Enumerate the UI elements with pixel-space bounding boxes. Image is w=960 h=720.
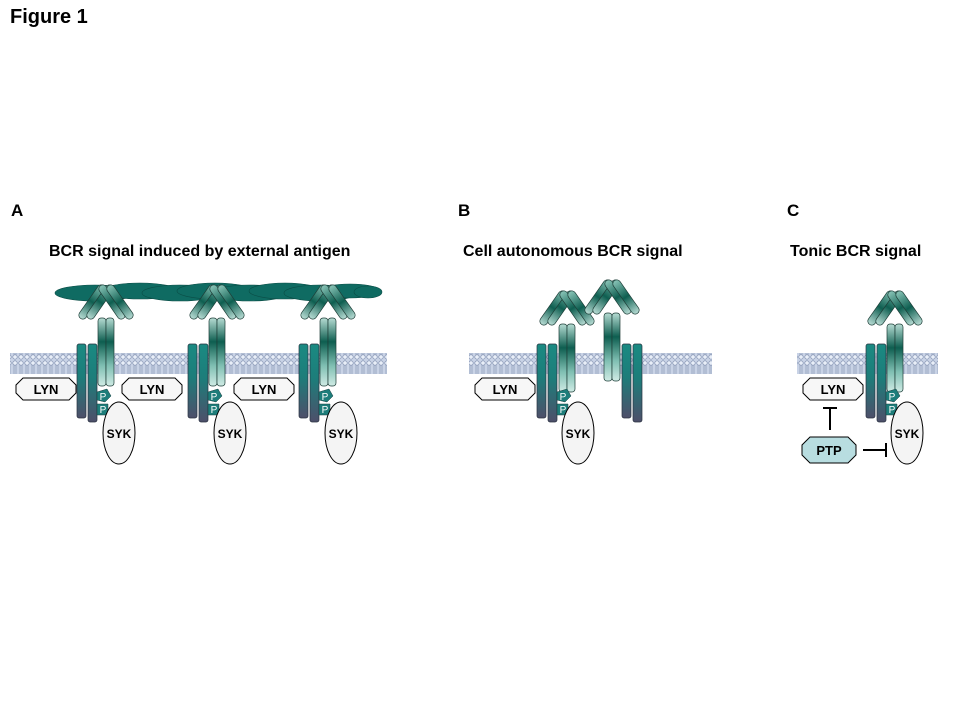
coreceptor-cd79 [298,343,320,423]
lyn-kinase [802,377,864,401]
membrane-b [469,353,712,374]
phospho-label: P [322,392,329,403]
syk-kinase [102,401,136,465]
syk-label: SYK [218,427,243,441]
syk-label: SYK [895,427,920,441]
bcr-antibody [78,284,134,387]
phospho-site [885,388,901,403]
phospho-label: P [560,392,567,403]
phospho-label: P [100,405,107,416]
coreceptor-cd79 [187,343,209,423]
lyn-label: LYN [140,382,165,397]
panel-b-heading: Cell autonomous BCR signal [463,243,683,260]
figure-title: Figure 1 [10,6,88,28]
panel-c-letter: C [787,201,800,220]
coreceptor-cd79 [536,343,558,423]
phospho-site [96,388,112,403]
panel-a-heading: BCR signal induced by external antigen [49,243,351,260]
panel-b-letter: B [458,201,471,220]
syk-kinase [890,401,924,465]
lyn-label: LYN [821,382,846,397]
panel-c-heading: Tonic BCR signal [790,243,922,260]
inhibits-lyn-arrow [823,407,837,430]
coreceptor-cd79 [621,343,643,423]
phospho-label: P [322,405,329,416]
panel-a-letter: A [11,201,24,220]
coreceptor-cd79 [76,343,98,423]
syk-kinase [213,401,247,465]
syk-kinase [324,401,358,465]
phospho-site [556,388,572,403]
coreceptor-cd79 [865,343,887,423]
ptp-label: PTP [816,443,842,458]
lyn-kinase [474,377,536,401]
bcr-antibody [867,290,923,393]
syk-label: SYK [566,427,591,441]
phospho-label: P [889,392,896,403]
bcr-antibody [539,290,595,393]
bcr-antibody-partner [584,279,640,382]
phospho-site [207,388,223,403]
lyn-label: LYN [34,382,59,397]
bcr-antibody [189,284,245,387]
lyn-label: LYN [252,382,277,397]
lyn-kinase [15,377,77,401]
phospho-site [318,388,334,403]
phospho-label: P [889,405,896,416]
phospho-label: P [211,392,218,403]
syk-label: SYK [329,427,354,441]
syk-label: SYK [107,427,132,441]
phospho-label: P [560,405,567,416]
phospho-label: P [211,405,218,416]
lyn-label: LYN [493,382,518,397]
bcr-antibody [300,284,356,387]
lyn-kinase [233,377,295,401]
phospho-label: P [100,392,107,403]
ptp-phosphatase: PTP [801,436,857,464]
lyn-kinase [121,377,183,401]
inhibits-syk-arrow [863,443,887,457]
syk-kinase [561,401,595,465]
